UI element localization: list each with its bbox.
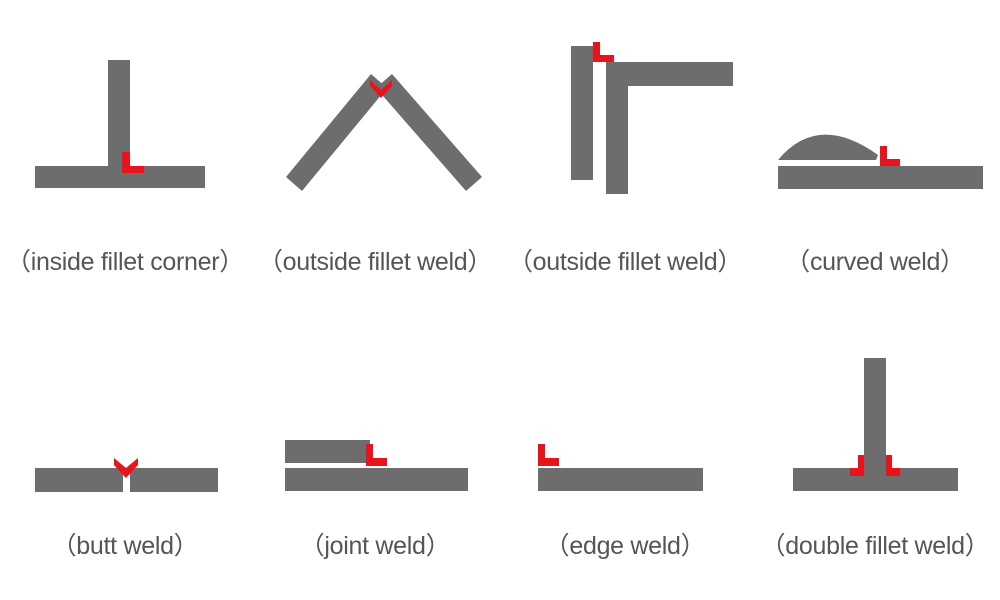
- lap-weld-mark: [366, 444, 387, 466]
- fillet-weld-mark: [880, 146, 900, 166]
- base-plate: [35, 166, 205, 188]
- vertical-plate-left: [571, 46, 593, 180]
- edge-weld-mark: [538, 444, 559, 466]
- curved-weld-figure: [778, 134, 983, 189]
- caption-inside-fillet-corner: （inside fillet corner）: [6, 248, 244, 276]
- butt-weld-figure: [35, 458, 218, 492]
- joint-weld-figure: [285, 440, 468, 491]
- bottom-plate: [285, 468, 468, 491]
- right-angled-plate: [376, 74, 482, 191]
- outside-weld-mark: [370, 80, 392, 98]
- left-fillet-weld-mark: [850, 455, 864, 476]
- corner-weld-mark: [593, 42, 614, 62]
- caption-butt-weld: （butt weld）: [51, 532, 199, 560]
- butt-weld-mark: [114, 458, 138, 478]
- left-plate: [35, 468, 123, 492]
- caption-edge-weld: （edge weld）: [544, 532, 706, 560]
- caption-curved-weld: （curved weld）: [785, 248, 965, 276]
- base-plate: [793, 468, 958, 491]
- inside-fillet-corner-figure: [35, 60, 205, 188]
- vertical-plate: [864, 358, 886, 468]
- vertical-plate-right: [606, 62, 628, 194]
- caption-outside-fillet-weld-v: （outside fillet weld）: [257, 248, 493, 276]
- vertical-plate: [108, 60, 130, 166]
- right-fillet-weld-mark: [886, 455, 900, 476]
- top-plate: [285, 440, 370, 463]
- curved-bead: [778, 134, 878, 160]
- double-fillet-weld-figure: [793, 358, 958, 491]
- base-plate: [778, 166, 983, 189]
- outside-fillet-weld-corner-figure: [571, 42, 733, 194]
- base-plate: [538, 468, 703, 491]
- caption-outside-fillet-weld-corner: （outside fillet weld）: [507, 248, 743, 276]
- outside-fillet-weld-v-figure: [286, 74, 482, 191]
- caption-double-fillet-weld: （double fillet weld）: [760, 532, 990, 560]
- top-plate: [606, 62, 733, 86]
- right-plate: [130, 468, 218, 492]
- edge-weld-figure: [538, 444, 703, 491]
- left-angled-plate: [286, 74, 387, 191]
- fillet-weld-mark: [122, 152, 144, 173]
- caption-joint-weld: （joint weld）: [299, 532, 451, 560]
